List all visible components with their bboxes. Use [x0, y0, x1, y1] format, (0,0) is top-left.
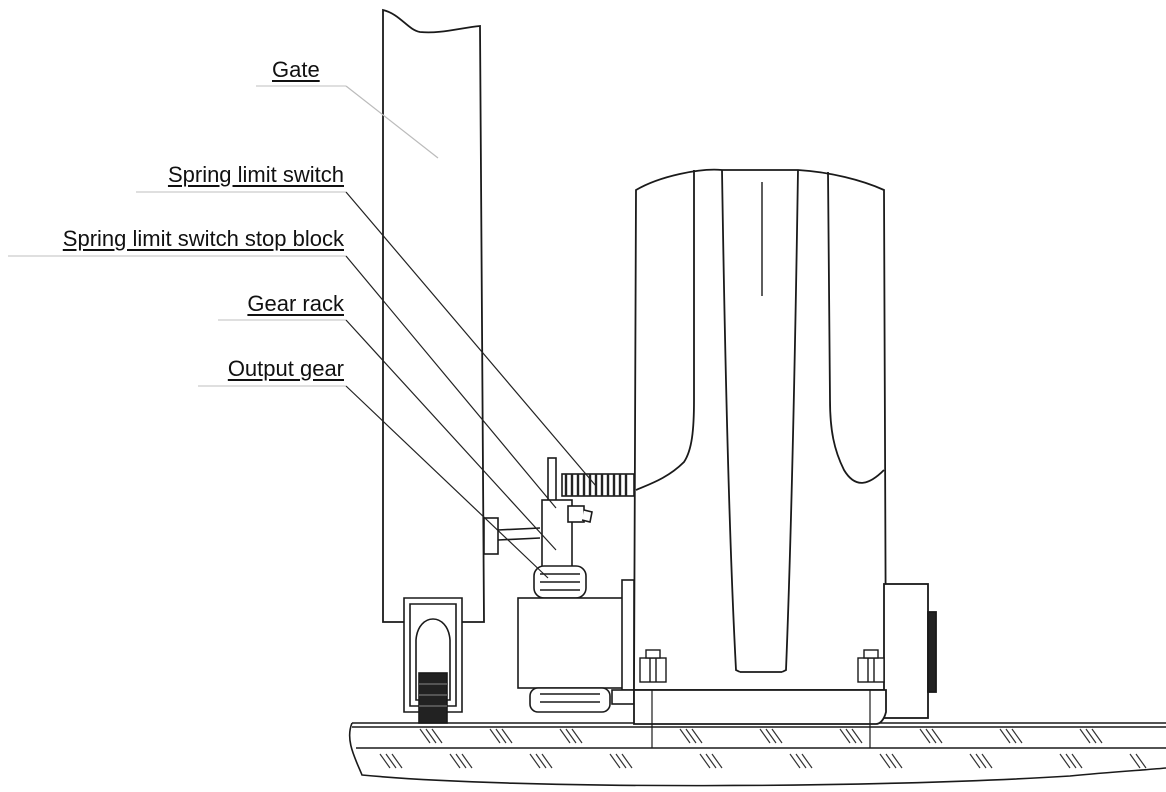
- gearbox-housing: [517, 579, 635, 713]
- gate-leader-pointer: [345, 85, 439, 159]
- stop-block-leader-pointer: [345, 255, 557, 509]
- gate-leaf: [382, 8, 485, 623]
- ground-base: [348, 722, 1166, 787]
- leader-lines: [8, 85, 597, 579]
- ground-hatching: [379, 728, 1147, 769]
- gear-rack-label: Gear rack: [247, 291, 344, 316]
- spring-limit-switch-label: Spring limit switch: [167, 162, 344, 187]
- output-gear: [533, 565, 587, 599]
- gear-rack-leader-pointer: [345, 319, 557, 551]
- spring-limit-switch-stop-block-label: Spring limit switch stop block: [62, 226, 344, 251]
- gate-wheel: [403, 597, 463, 724]
- motor-body: [633, 168, 937, 748]
- gate-label: Gate: [272, 57, 320, 82]
- spring-limit-switch-assembly: [541, 457, 635, 569]
- spring-limit-switch-leader-pointer: [345, 191, 597, 487]
- output-gear-leader-pointer: [345, 385, 549, 579]
- output-gear-label: Output gear: [227, 356, 344, 381]
- mounting-bolts: [639, 649, 885, 683]
